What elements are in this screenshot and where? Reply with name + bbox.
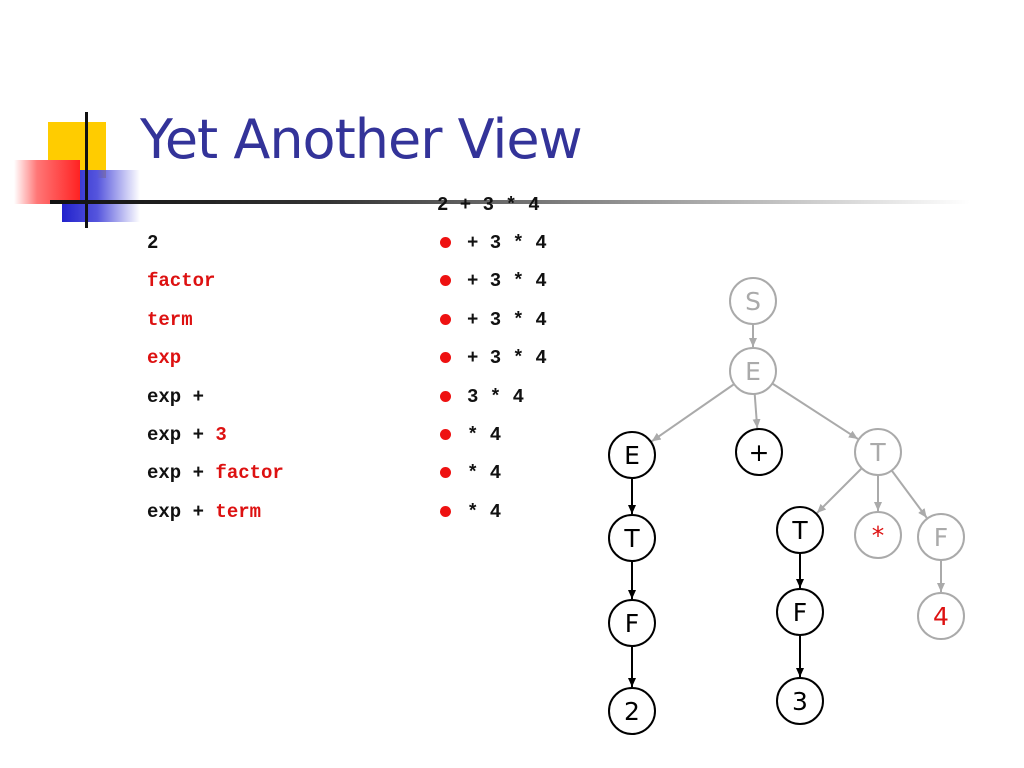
derivation-form: exp + factor	[147, 462, 284, 484]
highlighted-symbol: factor	[215, 462, 284, 485]
position-bullet	[440, 275, 451, 287]
tree-node-n3: 3	[776, 677, 824, 725]
tree-node-f2: F	[917, 513, 965, 561]
tree-node-circle	[608, 514, 656, 562]
tree-node-circle	[854, 428, 902, 476]
tree-node-label: S	[745, 287, 761, 316]
position-bullet	[440, 467, 451, 479]
tree-node-label: 2	[624, 697, 640, 726]
tree-node-label: *	[872, 521, 885, 550]
tree-node-f3: F	[776, 588, 824, 636]
tree-node-circle	[776, 677, 824, 725]
tree-node-label: E	[745, 357, 761, 386]
remaining-input: * 4	[467, 424, 502, 446]
tree-node-s: S	[729, 277, 777, 325]
tree-node-e1: E	[729, 347, 777, 395]
position-bullet	[440, 505, 451, 517]
tree-node-f1: F	[608, 599, 656, 647]
remaining-input: + 3 * 4	[467, 232, 547, 254]
tree-node-p: +	[735, 428, 783, 476]
tree-edge-t1-t3	[816, 467, 863, 514]
form-text: exp +	[147, 500, 216, 523]
position-bullet	[440, 237, 451, 248]
position-bullet	[440, 390, 451, 402]
corner-red-square	[14, 160, 80, 204]
tree-edge-e1-t1	[771, 382, 859, 440]
tree-node-label: F	[793, 598, 807, 627]
tree-node-m: *	[854, 511, 902, 559]
input-expression: 2 + 3 * 4	[437, 194, 540, 216]
tree-node-circle	[917, 592, 965, 640]
form-text: 2	[147, 232, 159, 254]
corner-vertical-line	[85, 112, 88, 228]
remaining-input: + 3 * 4	[467, 308, 547, 331]
derivation-form: exp +	[147, 386, 204, 408]
title-underline	[50, 200, 970, 204]
tree-node-label: T	[791, 516, 808, 545]
tree-node-label: F	[625, 609, 639, 638]
position-bullet	[440, 313, 451, 325]
highlighted-symbol: factor	[147, 270, 216, 293]
tree-node-n4: 4	[917, 592, 965, 640]
derivation-form: exp	[147, 347, 181, 369]
tree-node-label: F	[934, 523, 948, 552]
tree-node-label: T	[623, 524, 640, 553]
tree-node-label: 4	[933, 602, 949, 631]
position-bullet	[440, 429, 451, 440]
tree-node-n2: 2	[608, 687, 656, 735]
tree-edge-e1-p	[752, 393, 761, 429]
remaining-input: + 3 * 4	[467, 347, 547, 370]
highlighted-symbol: 3	[215, 424, 227, 446]
tree-node-label: 3	[792, 687, 808, 716]
remaining-input: * 4	[467, 462, 502, 485]
tree-node-e2: E	[608, 431, 656, 479]
tree-node-t1: T	[854, 428, 902, 476]
form-text: exp +	[147, 462, 216, 485]
slide-title: Yet Another View	[140, 108, 583, 171]
remaining-input: 3 * 4	[467, 385, 525, 408]
position-bullet	[440, 352, 451, 364]
tree-node-circle	[776, 588, 824, 636]
derivation-form: exp + term	[147, 501, 261, 523]
tree-node-circle	[608, 687, 656, 735]
tree-node-t2: T	[608, 514, 656, 562]
tree-node-circle	[854, 511, 902, 559]
tree-node-t3: T	[776, 506, 824, 554]
derivation-form: exp + 3	[147, 424, 227, 446]
highlighted-symbol: exp	[147, 347, 182, 370]
tree-node-label: +	[749, 438, 770, 467]
tree-node-circle	[729, 277, 777, 325]
tree-node-circle	[776, 506, 824, 554]
derivation-form: factor	[147, 270, 215, 292]
tree-node-circle	[729, 347, 777, 395]
remaining-input: * 4	[467, 500, 502, 523]
form-text: exp +	[147, 424, 216, 446]
tree-node-circle	[735, 428, 783, 476]
form-text: exp +	[147, 385, 205, 408]
tree-edge-e1-e2	[651, 383, 735, 443]
highlighted-symbol: term	[215, 500, 262, 523]
tree-edge-t1-f2	[890, 469, 928, 519]
derivation-form: term	[147, 309, 193, 331]
tree-node-circle	[608, 599, 656, 647]
tree-node-circle	[608, 431, 656, 479]
tree-node-label: T	[869, 438, 886, 467]
remaining-input: + 3 * 4	[467, 270, 547, 293]
tree-node-circle	[917, 513, 965, 561]
highlighted-symbol: term	[147, 308, 193, 331]
tree-node-label: E	[624, 441, 640, 470]
derivation-form: 2	[147, 232, 158, 254]
